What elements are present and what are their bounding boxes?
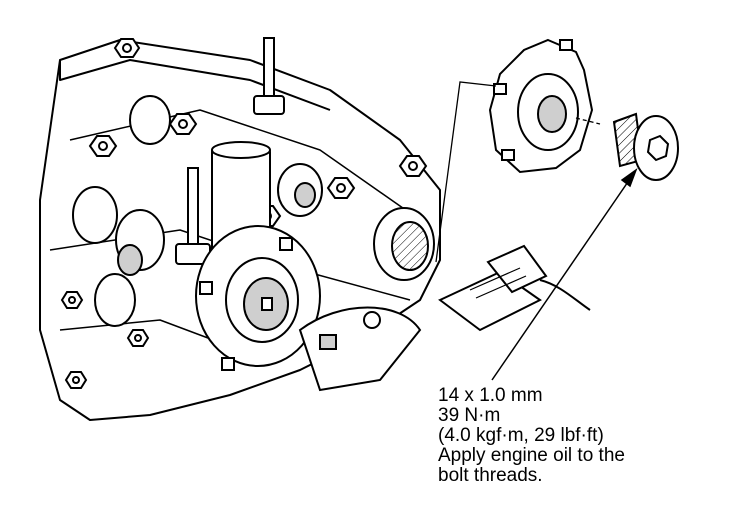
callout-line-torque-nm: 39 N·m	[438, 405, 501, 426]
hex-bolts	[60, 38, 428, 389]
callout-arrow	[491, 167, 638, 381]
reluctor-plate	[488, 38, 594, 174]
studs	[175, 37, 285, 265]
camshaft-pulley	[195, 225, 321, 371]
timing-plate	[298, 306, 422, 392]
camshaft	[72, 95, 323, 327]
callout-line-torque-alt: (4.0 kgf·m, 29 lbf·ft)	[438, 425, 604, 446]
callout-line-instruction: Apply engine oil to the	[438, 445, 625, 466]
callout-line-instruction-cont: bolt threads.	[438, 465, 543, 486]
callout-line-thread-size: 14 x 1.0 mm	[438, 385, 543, 406]
threaded-hole	[373, 207, 435, 281]
plug-bolt	[612, 112, 679, 181]
leader-lines	[435, 81, 601, 263]
hose	[438, 244, 591, 332]
torque-spec-callout: 14 x 1.0 mm 39 N·m (4.0 kgf·m, 29 lbf·ft…	[438, 386, 625, 486]
